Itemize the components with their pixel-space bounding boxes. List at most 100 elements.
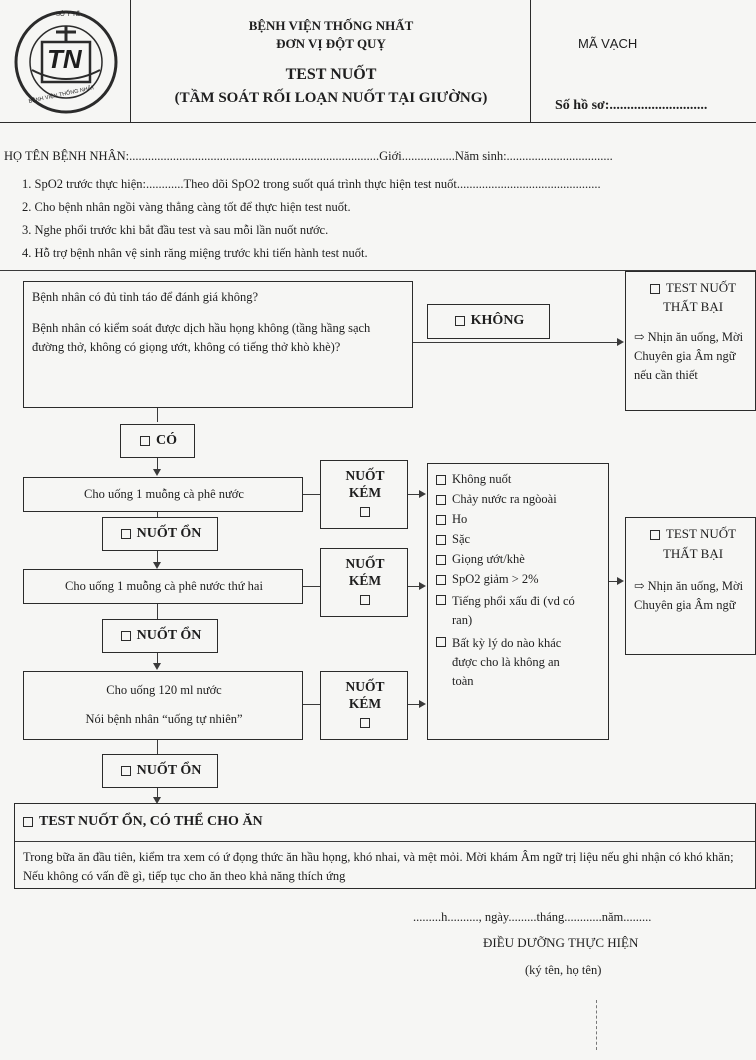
sign-checkbox[interactable] (436, 535, 446, 546)
sign-item[interactable]: Không nuốt (436, 472, 604, 487)
sign-label: Chảy nước ra ngòoài (452, 492, 557, 506)
arrowhead (617, 338, 624, 346)
good-swallow-1[interactable]: NUỐT ỔN (103, 526, 219, 542)
connector (609, 581, 617, 582)
sign-checkbox[interactable] (436, 575, 446, 586)
form-subtitle: (TẦM SOÁT RỐI LOẠN NUỐT TẠI GIƯỜNG) (174, 90, 488, 106)
connector (157, 740, 158, 754)
poor-swallow-box-1: NUỐT KÉM (320, 460, 408, 529)
fail-2-action: ⇨ Nhịn ăn uống, Mời Chuyên gia Âm ngữ (634, 579, 744, 612)
sign-item[interactable]: Giọng ướt/khè (436, 552, 604, 567)
record-number: Số hồ sơ:............................ (555, 98, 708, 113)
no-label: KHÔNG (470, 313, 525, 328)
result-box: TEST NUỐT ỔN, CÓ THỂ CHO ĂN Trong bữa ăn… (14, 803, 756, 889)
poor-2-checkbox[interactable] (360, 595, 370, 606)
connector (408, 586, 420, 587)
poor-2-line1: NUỐT (345, 556, 385, 571)
sign-item[interactable]: SpO2 giảm > 2% (436, 572, 604, 587)
connector (157, 604, 158, 619)
result-option[interactable]: TEST NUỐT ỔN, CÓ THỂ CHO ĂN (23, 814, 263, 830)
arrowhead (153, 797, 161, 804)
result-checkbox[interactable] (23, 816, 33, 827)
logo-top-text: SỞ Y TẾ (56, 12, 80, 18)
sign-item[interactable]: Tiếng phổi xấu đi (vd có ran) (436, 592, 604, 630)
good-swallow-3[interactable]: NUỐT ỔN (103, 763, 219, 779)
arrowhead (419, 582, 426, 590)
step-1-box: Cho uống 1 muỗng cà phê nước (23, 477, 303, 512)
fail-1-action: ⇨ Nhịn ăn uống, Mời Chuyên gia Âm ngữ nế… (634, 330, 744, 382)
result-title: TEST NUỐT ỔN, CÓ THỂ CHO ĂN (39, 814, 263, 829)
good-1-checkbox[interactable] (120, 528, 131, 539)
good-swallow-box-2[interactable]: NUỐT ỔN (102, 619, 218, 653)
step-2-text: Cho uống 1 muỗng cà phê nước thứ hai (65, 579, 263, 593)
question-box: Bệnh nhân có đủ tỉnh táo để đánh giá khô… (23, 281, 413, 408)
good-3-label: NUỐT ỔN (136, 763, 202, 778)
fail-1-title-text: TEST NUỐT THẤT BẠI (662, 280, 737, 314)
step-2-box: Cho uống 1 muỗng cà phê nước thứ hai (23, 569, 303, 604)
step-3-box: Cho uống 120 ml nước Nói bệnh nhân “uống… (23, 671, 303, 740)
nurse-role: ĐIỀU DƯỠNG THỰC HIỆN (483, 935, 639, 950)
poor-swallow-1[interactable]: NUỐT KÉM (321, 467, 409, 518)
connector (157, 788, 158, 799)
poor-swallow-2[interactable]: NUỐT KÉM (321, 555, 409, 606)
no-checkbox[interactable] (454, 315, 465, 326)
sign-item[interactable]: Ho (436, 512, 604, 527)
no-option[interactable]: KHÔNG (428, 313, 551, 329)
step-3-text-line1: Cho uống 120 ml nước (106, 683, 222, 697)
instruction-item: 2. Cho bệnh nhân ngồi vàng thẳng càng tố… (22, 200, 351, 214)
poor-1-checkbox[interactable] (360, 507, 370, 518)
good-swallow-box-1[interactable]: NUỐT ỔN (102, 517, 218, 551)
poor-3-line2: KÉM (348, 696, 382, 711)
poor-swallow-box-3: NUỐT KÉM (320, 671, 408, 740)
fail-2-title[interactable]: TEST NUỐT THẤT BẠI (632, 524, 754, 564)
sign-checkbox[interactable] (436, 637, 446, 647)
sign-label: Giọng ướt/khè (452, 552, 525, 566)
step-3-text-line2: Nói bệnh nhân “uống tự nhiên” (85, 712, 243, 726)
no-option-box[interactable]: KHÔNG (427, 304, 550, 339)
sign-checkbox[interactable] (436, 475, 446, 486)
yes-option-box[interactable]: CÓ (120, 424, 195, 458)
arrowhead (419, 700, 426, 708)
section-divider (0, 270, 756, 271)
connector (157, 458, 158, 470)
sign-checkbox[interactable] (436, 495, 446, 506)
logo-monogram: TN (47, 44, 82, 74)
good-swallow-box-3[interactable]: NUỐT ỔN (102, 754, 218, 788)
sign-checkbox[interactable] (436, 555, 446, 566)
instruction-item: 3. Nghe phổi trước khi bắt đầu test và s… (22, 223, 329, 237)
yes-option[interactable]: CÓ (121, 433, 196, 449)
good-swallow-2[interactable]: NUỐT ỔN (103, 628, 219, 644)
fail-2-checkbox[interactable] (649, 530, 660, 541)
poor-1-line2: KÉM (348, 485, 382, 500)
good-1-label: NUỐT ỔN (136, 526, 202, 541)
poor-2-line2: KÉM (348, 573, 382, 588)
barcode-label: MÃ VẠCH (578, 36, 638, 51)
sign-item[interactable]: Sặc (436, 532, 604, 547)
sign-item[interactable]: Bất kỳ lý do nào khác được cho là không … (436, 634, 604, 691)
yes-checkbox[interactable] (140, 435, 150, 446)
patient-info-line: HỌ TÊN BỆNH NHÂN:.......................… (4, 149, 613, 163)
sign-label: Bất kỳ lý do nào khác được cho là không … (452, 636, 562, 688)
sign-item[interactable]: Chảy nước ra ngòoài (436, 492, 604, 507)
connector (157, 551, 158, 563)
good-3-checkbox[interactable] (120, 765, 131, 776)
sign-label: Sặc (452, 532, 471, 546)
fail-1-title[interactable]: TEST NUỐT THẤT BẠI (632, 278, 754, 316)
sign-checkbox[interactable] (436, 515, 446, 526)
sign-checkbox[interactable] (436, 595, 446, 605)
yes-label: CÓ (156, 433, 177, 448)
question-secretion-control: Bệnh nhân có kiểm soát được dịch hầu họn… (32, 321, 371, 354)
arrowhead (617, 577, 624, 585)
connector (303, 704, 320, 705)
connector (303, 494, 320, 495)
step-1-text: Cho uống 1 muỗng cà phê nước (84, 487, 244, 501)
poor-swallow-3[interactable]: NUỐT KÉM (321, 678, 409, 729)
result-divider (15, 841, 755, 842)
poor-3-checkbox[interactable] (360, 718, 370, 729)
instruction-item: 1. SpO2 trước thực hiện:............Theo… (22, 177, 601, 191)
connector (408, 494, 420, 495)
fail-1-checkbox[interactable] (649, 284, 660, 295)
signature-hint: (ký tên, họ tên) (525, 963, 602, 977)
result-text: Trong bữa ăn đầu tiên, kiểm tra xem có ứ… (23, 850, 734, 883)
good-2-checkbox[interactable] (120, 630, 131, 641)
